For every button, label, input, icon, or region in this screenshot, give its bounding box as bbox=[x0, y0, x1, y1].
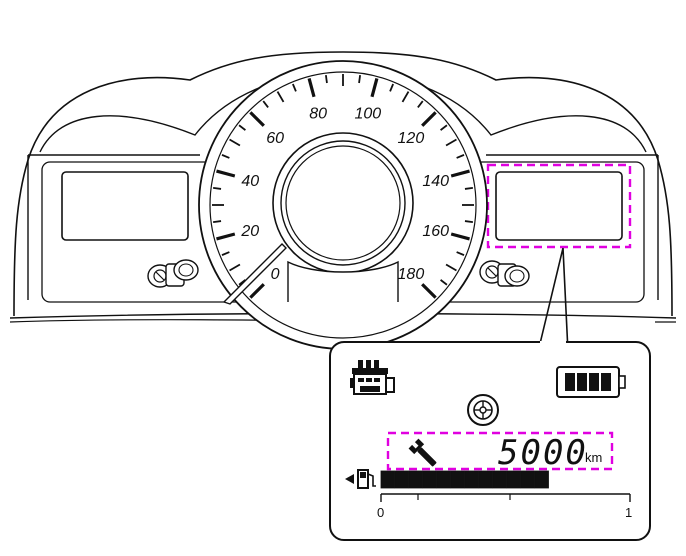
speed-tick-175 bbox=[440, 279, 448, 286]
speed-tick-155 bbox=[464, 220, 473, 223]
battery-segment bbox=[565, 373, 575, 391]
fuel-segment bbox=[422, 470, 437, 489]
wrench-icon bbox=[408, 438, 437, 467]
speed-tick-75 bbox=[292, 83, 297, 92]
speed-tick-125 bbox=[440, 124, 448, 131]
speed-tick-110 bbox=[401, 91, 410, 103]
speed-label-40: 40 bbox=[241, 173, 259, 190]
speed-tick-165 bbox=[456, 251, 465, 256]
speed-tick-120 bbox=[421, 111, 437, 127]
speed-label-100: 100 bbox=[354, 105, 381, 122]
cluster-bezel bbox=[27, 154, 659, 300]
speed-tick-160 bbox=[450, 232, 470, 241]
tire-pressure-icon bbox=[467, 394, 499, 426]
speed-label-160: 160 bbox=[422, 223, 449, 240]
engine-icon bbox=[350, 360, 395, 395]
speed-tick-135 bbox=[456, 154, 465, 159]
speedometer: 0 20 40 60 80 100 120 140 160 180 bbox=[198, 60, 488, 350]
fuel-scale-min-label: 0 bbox=[377, 505, 384, 520]
speed-label-20: 20 bbox=[240, 223, 259, 240]
battery-icon bbox=[556, 366, 626, 398]
speed-label-0: 0 bbox=[271, 266, 280, 283]
speedometer-ticks bbox=[212, 74, 474, 299]
speed-tick-55 bbox=[238, 124, 246, 131]
fuel-segment bbox=[408, 470, 423, 489]
speed-label-60: 60 bbox=[266, 130, 284, 147]
speed-tick-15 bbox=[221, 251, 230, 256]
speed-tick-70 bbox=[276, 91, 285, 103]
speed-label-120: 120 bbox=[398, 130, 425, 147]
fuel-scale-max-label: 1 bbox=[625, 505, 632, 520]
speed-tick-140 bbox=[450, 169, 470, 178]
battery-segment bbox=[601, 373, 611, 391]
speedometer-tick-labels: 0 20 40 60 80 100 120 140 160 180 bbox=[240, 105, 449, 283]
right-brightness-knob bbox=[479, 260, 530, 287]
speedometer-hub-inner bbox=[285, 145, 401, 261]
fuel-segment bbox=[534, 470, 549, 489]
speed-tick-25 bbox=[213, 220, 222, 223]
speed-tick-130 bbox=[445, 138, 457, 147]
speed-tick-35 bbox=[213, 187, 222, 190]
speed-tick-95 bbox=[358, 75, 361, 84]
speed-tick-115 bbox=[417, 100, 424, 108]
speed-tick-65 bbox=[262, 100, 269, 108]
speed-tick-170 bbox=[445, 263, 457, 272]
battery-segment bbox=[589, 373, 599, 391]
battery-segment bbox=[577, 373, 587, 391]
right-display bbox=[495, 171, 623, 241]
speed-tick-50 bbox=[229, 138, 241, 147]
fuel-segment bbox=[478, 470, 493, 489]
odometer-unit: km bbox=[585, 450, 602, 465]
speed-label-80: 80 bbox=[309, 105, 327, 122]
fuel-pump-icon bbox=[345, 469, 376, 489]
speed-tick-45 bbox=[221, 154, 230, 159]
right-display-highlight bbox=[486, 163, 632, 249]
fuel-segment bbox=[450, 470, 465, 489]
speed-label-140: 140 bbox=[422, 173, 449, 190]
speed-tick-40 bbox=[216, 169, 236, 178]
speed-tick-60 bbox=[249, 111, 265, 127]
speed-tick-0 bbox=[249, 283, 265, 299]
fuel-segment bbox=[394, 470, 409, 489]
speed-label-180: 180 bbox=[398, 266, 425, 283]
fuel-gauge-bar bbox=[380, 470, 549, 489]
speed-tick-105 bbox=[389, 83, 394, 92]
fuel-segment bbox=[380, 470, 395, 489]
speed-tick-85 bbox=[325, 75, 328, 84]
odometer-highlight bbox=[386, 431, 614, 471]
fuel-segment bbox=[492, 470, 507, 489]
fuel-segment bbox=[506, 470, 521, 489]
speed-tick-180 bbox=[421, 283, 437, 299]
speed-tick-100 bbox=[370, 78, 379, 98]
speedometer-lower-notch bbox=[287, 260, 399, 302]
odometer-value: 5000 bbox=[498, 433, 588, 473]
speed-tick-145 bbox=[464, 187, 473, 190]
fuel-segment bbox=[520, 470, 535, 489]
callout-leader bbox=[537, 247, 569, 353]
speed-tick-20 bbox=[216, 232, 236, 241]
fuel-segment bbox=[464, 470, 479, 489]
speed-tick-80 bbox=[307, 78, 316, 98]
left-display bbox=[61, 171, 189, 241]
speed-tick-10 bbox=[229, 263, 241, 272]
speedometer-needle bbox=[222, 243, 287, 305]
fuel-segment bbox=[436, 470, 451, 489]
left-trip-knob bbox=[147, 259, 199, 288]
